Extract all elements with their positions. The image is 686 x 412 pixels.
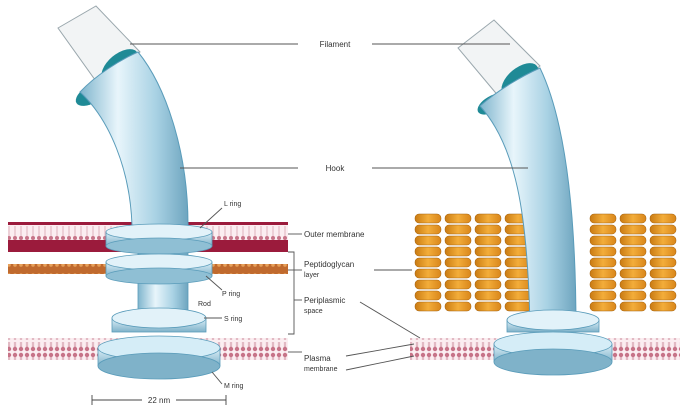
scale-bar: 22 nm — [92, 395, 226, 405]
m-ring-label: M ring — [224, 383, 244, 390]
outer-membrane-label: Outer membrane — [304, 230, 365, 239]
left-flagellum-panel: 22 nm L ring P ring Rod S ring M ring — [8, 6, 288, 405]
peptidoglycan-block — [415, 258, 441, 267]
peptidoglycan-label-1: Peptidoglycan — [304, 260, 354, 269]
peptidoglycan-block — [620, 269, 646, 278]
peptidoglycan-block — [650, 214, 676, 223]
left-p-ring — [106, 254, 212, 284]
right-s-ring — [507, 310, 599, 332]
rod-label: Rod — [198, 301, 211, 308]
peptidoglycan-block — [620, 236, 646, 245]
peptidoglycan-block — [475, 258, 501, 267]
s-ring-label: S ring — [224, 316, 242, 323]
peptidoglycan-block — [475, 280, 501, 289]
left-l-ring — [106, 224, 212, 254]
peptidoglycan-block — [620, 258, 646, 267]
peptidoglycan-block — [445, 225, 471, 234]
peptidoglycan-block — [590, 236, 616, 245]
left-m-ring — [98, 336, 220, 379]
peptidoglycan-block — [650, 258, 676, 267]
peptidoglycan-block — [590, 302, 616, 311]
plasma-membrane-label-2: membrane — [304, 366, 338, 373]
hook-label: Hook — [326, 164, 346, 173]
peptidoglycan-block — [445, 291, 471, 300]
peptidoglycan-block — [590, 291, 616, 300]
peptidoglycan-block — [475, 225, 501, 234]
scale-label: 22 nm — [148, 396, 171, 405]
peptidoglycan-block — [475, 302, 501, 311]
peptidoglycan-block — [620, 247, 646, 256]
left-s-ring — [112, 308, 206, 332]
peptidoglycan-block — [620, 280, 646, 289]
peptidoglycan-block — [445, 247, 471, 256]
peptidoglycan-block — [475, 291, 501, 300]
peptidoglycan-block — [445, 280, 471, 289]
peptidoglycan-block — [475, 247, 501, 256]
peptidoglycan-block — [505, 291, 531, 300]
peptidoglycan-label-2: layer — [304, 272, 320, 279]
filament-label: Filament — [320, 40, 351, 49]
peptidoglycan-block — [590, 247, 616, 256]
peptidoglycan-block — [650, 236, 676, 245]
peptidoglycan-block — [650, 280, 676, 289]
right-m-ring — [494, 332, 612, 375]
peptidoglycan-block — [445, 236, 471, 245]
peptidoglycan-block — [650, 269, 676, 278]
peptidoglycan-block — [650, 247, 676, 256]
peptidoglycan-block — [445, 214, 471, 223]
peptidoglycan-block — [505, 302, 531, 311]
right-hook — [480, 68, 576, 330]
peptidoglycan-block — [590, 214, 616, 223]
peptidoglycan-block — [505, 269, 531, 278]
peptidoglycan-block — [650, 225, 676, 234]
peptidoglycan-block — [620, 214, 646, 223]
peptidoglycan-block — [415, 302, 441, 311]
peptidoglycan-block — [415, 225, 441, 234]
peptidoglycan-block — [620, 291, 646, 300]
p-ring-label: P ring — [222, 291, 240, 298]
peptidoglycan-block — [475, 214, 501, 223]
peptidoglycan-block — [415, 247, 441, 256]
peptidoglycan-block — [650, 291, 676, 300]
peptidoglycan-block — [445, 258, 471, 267]
peptidoglycan-block — [415, 214, 441, 223]
right-flagellum-panel — [410, 20, 680, 375]
peptidoglycan-block — [415, 236, 441, 245]
peptidoglycan-block — [620, 225, 646, 234]
peptidoglycan-block — [590, 225, 616, 234]
l-ring-label: L ring — [224, 201, 241, 208]
peptidoglycan-block — [650, 302, 676, 311]
peptidoglycan-block — [415, 269, 441, 278]
peptidoglycan-block — [415, 291, 441, 300]
peptidoglycan-block — [590, 269, 616, 278]
peptidoglycan-block — [590, 258, 616, 267]
periplasmic-label-2: space — [304, 308, 323, 315]
peptidoglycan-block — [590, 280, 616, 289]
peptidoglycan-block — [475, 236, 501, 245]
peptidoglycan-block — [475, 269, 501, 278]
left-hook — [80, 52, 188, 225]
peptidoglycan-block — [445, 302, 471, 311]
peptidoglycan-block — [415, 280, 441, 289]
plasma-membrane-label-1: Plasma — [304, 354, 331, 363]
peptidoglycan-block — [505, 280, 531, 289]
peptidoglycan-block — [620, 302, 646, 311]
periplasmic-label-1: Periplasmic — [304, 296, 345, 305]
peptidoglycan-block — [445, 269, 471, 278]
